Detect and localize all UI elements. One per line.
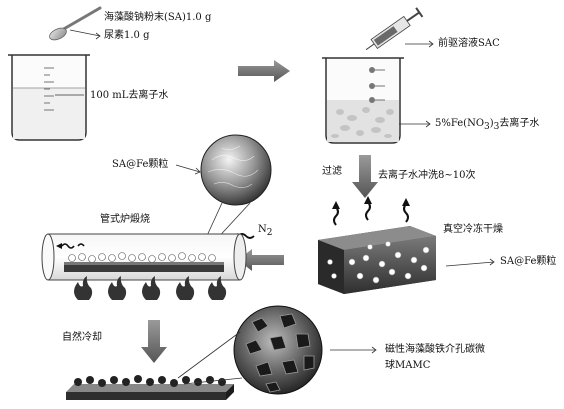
beaker2-pointer-lines <box>399 120 431 128</box>
mamc-label-line2: 球MAMC <box>385 360 431 371</box>
tube-furnace <box>41 233 247 281</box>
water-100ml-label: 100 mL去离子水 <box>90 90 169 101</box>
natural-cooling-label: 自然冷却 <box>62 332 102 343</box>
freeze-dried-slab <box>318 226 436 294</box>
n2-label: N2 <box>258 224 272 239</box>
mamc-sphere <box>233 305 323 395</box>
mamc-callout-lines <box>177 331 377 385</box>
arrow-down-2 <box>141 320 167 363</box>
slab-pointer-lines <box>445 258 495 267</box>
mamc-label-line1: 磁性海藻酸铁介孔碳微 <box>385 344 485 355</box>
flame-icons <box>74 276 227 300</box>
precursor-label: 前驱溶液SAC <box>438 38 500 49</box>
arrow-down-1 <box>352 155 378 198</box>
fe-nitrate-label: 5%Fe(NO3)3去离子水 <box>435 118 539 133</box>
fe-nitrate-sub: 3 <box>484 122 490 132</box>
syringe-icon <box>365 7 424 51</box>
tube-furnace-label: 管式炉煅烧 <box>100 214 150 225</box>
beaker-water <box>8 54 90 141</box>
arrow-left-1 <box>238 249 284 271</box>
fe-nitrate-suffix: 去离子水 <box>499 118 540 129</box>
fe-nitrate-prefix: 5%Fe(NO <box>435 118 485 129</box>
vapor-arrows <box>332 196 410 226</box>
arrow-right-1 <box>238 60 290 82</box>
sa-powder-label: 海藻酸钠粉末(SA)1.0 g <box>104 12 212 23</box>
fe-nitrate-mid: ) <box>489 118 494 129</box>
sa-fe-particle-label-top: SA@Fe颗粒 <box>112 159 169 170</box>
sa-fe-particle-sphere <box>200 134 272 206</box>
n2-text: N <box>258 224 267 235</box>
spoon-pointer-lines <box>69 29 101 40</box>
sa-fe-particle-label-right: SA@Fe颗粒 <box>500 256 557 267</box>
urea-label: 尿素1.0 g <box>104 30 150 41</box>
freeze-dry-label: 真空冷冻干燥 <box>443 224 503 235</box>
mamc-slab <box>66 375 234 400</box>
wash-label: 去离子水冲洗8~10次 <box>378 170 476 181</box>
fe-nitrate-sub2: 3 <box>493 122 500 132</box>
filter-label: 过滤 <box>322 166 342 177</box>
spoon-icon <box>49 6 102 41</box>
beaker-precursor <box>322 57 404 144</box>
syringe-pointer-lines <box>405 40 434 48</box>
n2-sub: 2 <box>266 228 273 238</box>
